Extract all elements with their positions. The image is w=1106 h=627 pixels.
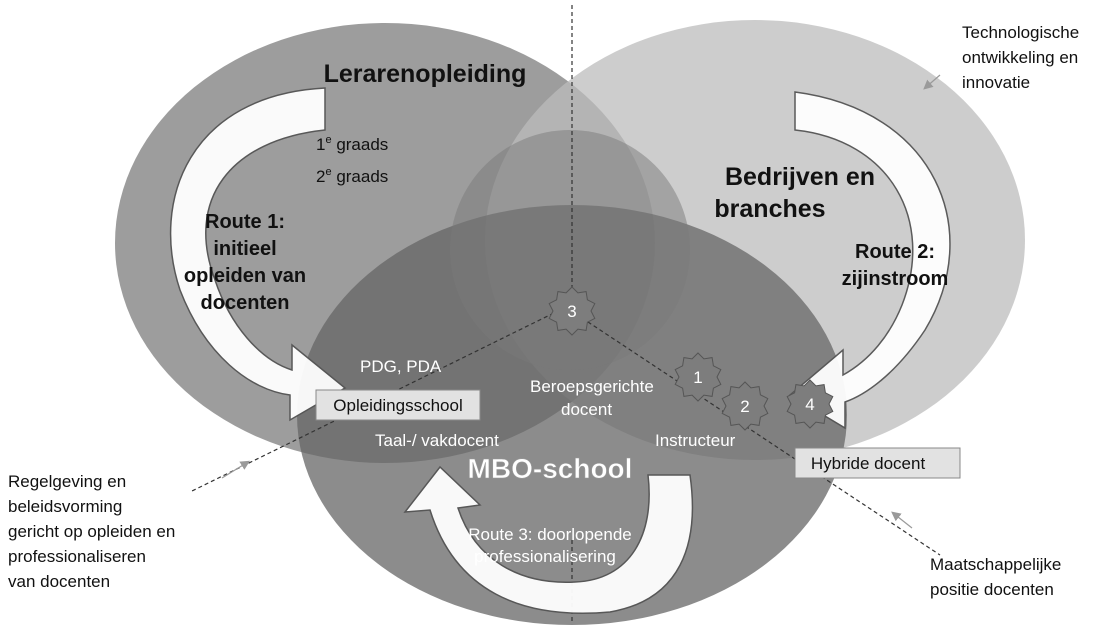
gear2-shape <box>721 381 769 431</box>
gear-1-icon <box>674 352 722 402</box>
route1-line3: opleiden van <box>184 265 306 287</box>
route2-line2: zijinstroom <box>842 268 949 290</box>
gear-2-label: 2 <box>740 397 749 416</box>
reg-line1: Regelgeving en <box>8 472 126 491</box>
soc-line2: positie docenten <box>930 580 1054 599</box>
gear-3-icon <box>548 286 596 336</box>
center-overlap-circle <box>450 130 690 370</box>
reg-line4: professionaliseren <box>8 547 146 566</box>
instructeur-label: Instructeur <box>655 431 736 450</box>
route2-line1: Route 2: <box>855 241 935 263</box>
route3-arrow <box>403 465 694 614</box>
companies-title-line1: Bedrijven en <box>725 163 875 191</box>
beroepsgerichte-line2: docent <box>561 400 612 419</box>
reg-line5: van docenten <box>8 572 110 591</box>
first-grade-label: 1e graads <box>316 134 388 154</box>
gear-3-label: 3 <box>567 302 576 321</box>
gear1-shape <box>674 352 722 402</box>
gear-1-label: 1 <box>693 368 702 387</box>
gear-4-label: 4 <box>805 395 814 414</box>
route1-line2: initieel <box>213 238 276 260</box>
gear-2-icon <box>721 381 769 431</box>
beroepsgerichte-line1: Beroepsgerichte <box>530 377 654 396</box>
soc-line1: Maatschappelijke <box>930 555 1061 574</box>
hybride-docent-label: Hybride docent <box>811 454 926 473</box>
opleidingsschool-box <box>315 389 481 421</box>
reg-line3: gericht op opleiden en <box>8 522 175 541</box>
tech-arrow <box>923 74 941 90</box>
gear4-shape <box>786 379 834 429</box>
route1-line4: docenten <box>201 292 290 314</box>
tech-line1: Technologische <box>962 23 1079 42</box>
route1-arrow <box>169 87 347 422</box>
route3-line2: professionalisering <box>474 547 616 566</box>
tech-line2: ontwikkeling en <box>962 48 1078 67</box>
reg-line2: beleidsvorming <box>8 497 122 516</box>
gear3-shape <box>548 286 596 336</box>
gear-4-icon <box>786 379 834 429</box>
route1-line1: Route 1: <box>205 211 285 233</box>
route3-line1: Route 3: doorlopende <box>468 525 632 544</box>
route2-arrow <box>788 91 951 430</box>
right-dashed-line <box>581 317 941 556</box>
reg-arrow <box>221 460 251 479</box>
companies-title-line2: branches <box>714 195 825 223</box>
opleidingsschool-label: Opleidingsschool <box>333 396 462 415</box>
taal-vakdocent-label: Taal-/ vakdocent <box>375 431 499 450</box>
tech-line3: innovatie <box>962 73 1030 92</box>
mbo-school-title: MBO-school <box>468 453 633 484</box>
pdg-pda-label: PDG, PDA <box>360 357 442 376</box>
second-grade-label: 2e graads <box>316 166 388 186</box>
soc-arrow <box>891 511 913 529</box>
hybride-docent-box <box>794 447 961 479</box>
teacher-education-title: Lerarenopleiding <box>324 60 527 88</box>
